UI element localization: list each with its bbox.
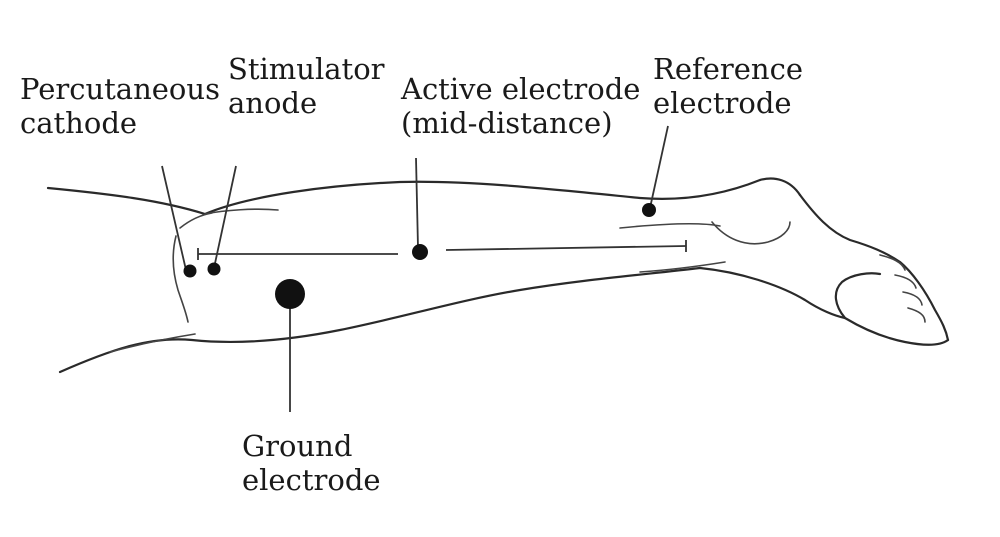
label-line: Active electrode — [401, 72, 641, 106]
label-line: Stimulator — [228, 52, 385, 86]
leg-upper-outline — [46, 177, 802, 216]
label-active-electrode: Active electrode (mid-distance) — [401, 72, 640, 140]
measurement-line-right — [445, 245, 687, 251]
label-line: Percutaneous — [20, 72, 220, 106]
knee-contour — [172, 235, 189, 323]
label-line: electrode — [242, 463, 381, 497]
label-line: anode — [228, 86, 318, 120]
stimulator-anode-electrode — [207, 262, 221, 276]
knee-sketch-stroke-2 — [179, 212, 213, 229]
label-reference-electrode: Reference electrode — [653, 52, 803, 120]
leader-active — [415, 157, 419, 249]
thigh-sketch-stroke — [109, 333, 196, 353]
label-line: cathode — [20, 106, 138, 140]
calf-sketch-stroke — [639, 261, 726, 273]
heel-outline — [698, 266, 847, 320]
label-line: Reference — [653, 52, 803, 86]
active-electrode — [412, 244, 428, 260]
shin-ridge — [619, 223, 721, 229]
leader-anode — [213, 165, 237, 269]
label-percutaneous-cathode: Percutaneous cathode — [20, 72, 220, 140]
toe-4 — [907, 307, 926, 323]
ground-electrode — [275, 279, 305, 309]
label-line: electrode — [653, 86, 792, 120]
label-stimulator-anode: Stimulator anode — [228, 52, 385, 120]
label-ground-electrode: Ground electrode — [242, 429, 381, 497]
percutaneous-cathode-electrode — [183, 264, 197, 278]
leader-cathode — [161, 165, 187, 271]
toe-1 — [879, 254, 906, 271]
leader-reference — [649, 125, 669, 209]
toe-3 — [902, 291, 923, 306]
foot-upper-outline — [798, 193, 950, 342]
label-line: Ground — [242, 429, 353, 463]
toe-2 — [894, 274, 917, 289]
leg-lower-outline — [58, 266, 702, 374]
ankle-bone — [711, 221, 791, 245]
foot-sole — [834, 272, 950, 346]
label-line: (mid-distance) — [401, 106, 613, 140]
reference-electrode — [642, 203, 656, 217]
